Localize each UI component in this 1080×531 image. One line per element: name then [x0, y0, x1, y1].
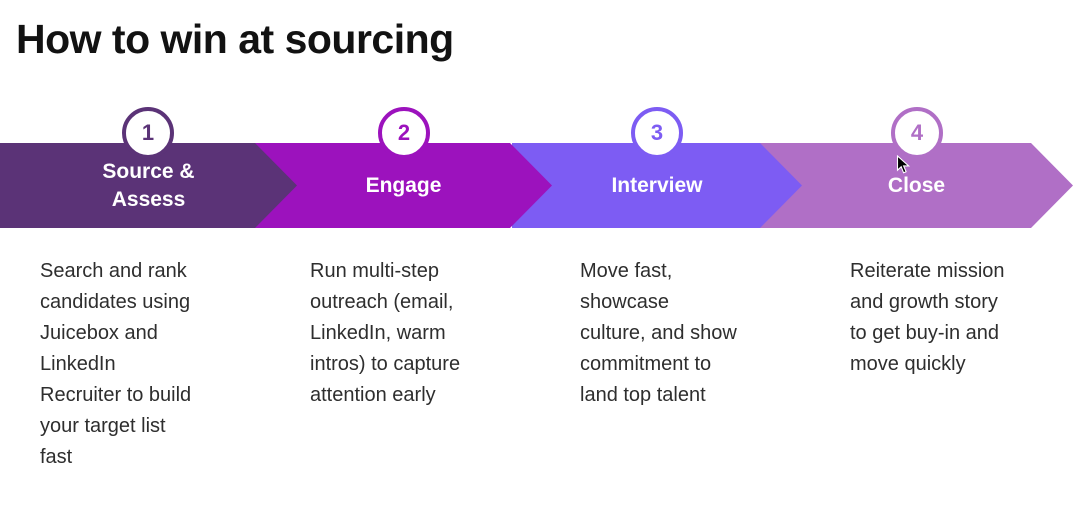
step-number-badge: 1	[122, 107, 174, 159]
step-description-close: Reiterate mission and growth story to ge…	[850, 260, 1005, 375]
step-label: Interview	[611, 173, 703, 197]
step-arrow-engage: Engage	[255, 143, 552, 228]
step-label: Source & Assess	[102, 159, 195, 211]
step-label: Close	[887, 173, 946, 197]
step-label: Engage	[365, 173, 442, 197]
step-number-badge: 3	[631, 107, 683, 159]
step-number-badge: 4	[891, 107, 943, 159]
mouse-cursor-icon	[896, 154, 911, 180]
step-description-source-assess: Search and rank candidates using Juicebo…	[40, 260, 192, 468]
step-number: 4	[910, 120, 924, 145]
step-number-badge: 2	[378, 107, 430, 159]
step-description-interview: Move fast, showcase culture, and show co…	[580, 260, 737, 406]
step-number: 3	[650, 120, 664, 145]
step-description-engage: Run multi-step outreach (email, LinkedIn…	[310, 260, 461, 406]
step-number: 1	[141, 120, 155, 145]
step-number: 2	[397, 120, 411, 145]
page-title: How to win at sourcing	[16, 16, 454, 62]
